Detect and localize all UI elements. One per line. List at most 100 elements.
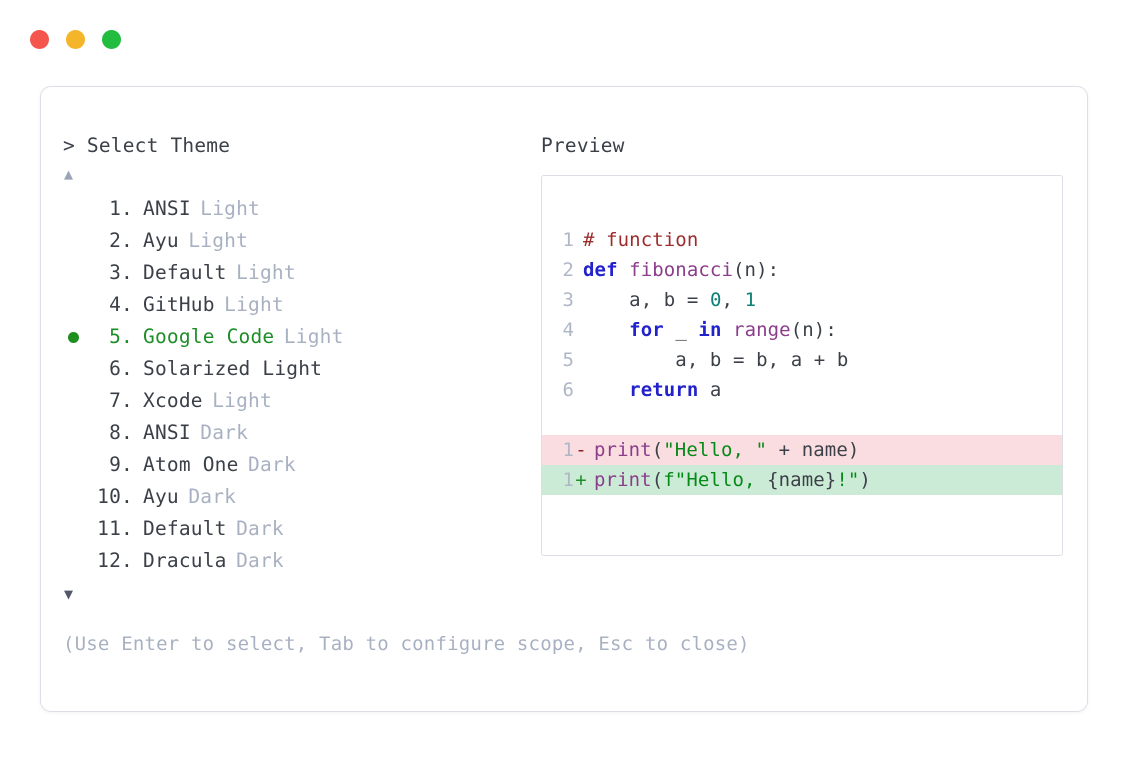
theme-item-index: 10. — [97, 485, 133, 508]
theme-item-index: 11. — [97, 517, 133, 540]
code-token: 0 — [709, 289, 722, 311]
theme-item-index: 4. — [109, 293, 133, 316]
code-token: , — [721, 289, 745, 311]
code-line-text: # function — [574, 225, 698, 255]
theme-item-variant: Dark — [200, 421, 249, 444]
code-line: 1 # function — [542, 225, 1062, 255]
theme-item-variant: Light — [283, 325, 344, 348]
theme-item-name: Google Code — [143, 325, 275, 348]
theme-item-variant: Light — [212, 389, 272, 412]
preview-title: Preview — [541, 134, 625, 157]
theme-item-name: Ayu — [143, 229, 179, 252]
theme-item-index: 3. — [109, 261, 133, 284]
code-line-text: def fibonacci(n): — [574, 255, 779, 285]
code-line-text: a, b = b, a + b — [574, 345, 848, 375]
theme-item-variant: Dark — [188, 485, 237, 508]
code-token: print — [594, 469, 652, 491]
diff-line-text: print("Hello, " + name) — [588, 435, 859, 465]
theme-item-name: Default — [143, 517, 227, 540]
theme-list-item[interactable]: 6. Solarized Light — [63, 353, 523, 385]
scroll-down-arrow-icon[interactable]: ▼ — [64, 585, 74, 603]
code-line: 6 return a — [542, 375, 1062, 405]
diff-line-text: print(f"Hello, {name}!") — [588, 465, 871, 495]
code-token: a, b = b, a + b — [583, 349, 849, 371]
code-token: a — [698, 379, 722, 401]
code-token: # function — [583, 229, 699, 251]
diff-line: 1+print(f"Hello, {name}!") — [542, 465, 1062, 495]
window-controls — [30, 30, 121, 49]
theme-item-variant: Light — [188, 229, 249, 252]
line-number: 4 — [562, 319, 574, 341]
theme-item-name: GitHub — [143, 293, 215, 316]
theme-item-index: 6. — [109, 357, 133, 380]
code-token: + name) — [767, 439, 860, 461]
theme-item-index: 5. — [109, 325, 133, 348]
code-line: 5 a, b = b, a + b — [542, 345, 1062, 375]
code-token: ) — [859, 469, 871, 491]
theme-item-name: Atom One — [143, 453, 239, 476]
line-number: 1 — [562, 229, 574, 251]
diff-sign: - — [575, 439, 587, 461]
close-window-button[interactable] — [30, 30, 49, 49]
code-token: a, b = — [583, 289, 710, 311]
theme-list-item[interactable]: 5. Google Code Light — [63, 321, 523, 353]
theme-item-name: Default — [143, 261, 227, 284]
code-token: _ — [663, 319, 699, 341]
theme-item-index: 12. — [97, 549, 133, 572]
theme-item-name: Solarized Light — [143, 357, 323, 380]
theme-item-variant: Light — [236, 261, 296, 284]
selected-bullet-icon — [68, 331, 79, 343]
theme-item-index: 7. — [109, 389, 133, 412]
code-token: (n): — [790, 319, 837, 341]
code-token: f"Hello, — [663, 469, 768, 491]
code-blank-line — [542, 405, 1062, 435]
theme-item-index: 9. — [109, 453, 133, 476]
theme-item-name: ANSI — [143, 197, 191, 220]
code-token: "Hello, " — [663, 439, 768, 461]
code-line: 3 a, b = 0, 1 — [542, 285, 1062, 315]
line-number: 5 — [562, 349, 574, 371]
theme-item-name: Xcode — [143, 389, 203, 412]
select-theme-prompt: > Select Theme — [63, 134, 231, 157]
maximize-window-button[interactable] — [102, 30, 121, 49]
theme-item-variant: Dark — [236, 549, 284, 572]
code-token — [583, 319, 629, 341]
diff-sign: + — [575, 469, 587, 491]
line-number: 6 — [562, 379, 574, 401]
code-line-text: a, b = 0, 1 — [574, 285, 756, 315]
code-token: return — [629, 379, 699, 401]
theme-list-item[interactable]: 4. GitHub Light — [63, 289, 523, 321]
theme-list-item[interactable]: 7. Xcode Light — [63, 385, 523, 417]
selection-bullet-cell — [63, 331, 91, 343]
code-token: range — [733, 319, 791, 341]
code-line-text: for _ in range(n): — [574, 315, 837, 345]
code-token: for — [629, 319, 664, 341]
scroll-up-arrow-icon[interactable]: ▲ — [64, 165, 74, 183]
code-line: 4 for _ in range(n): — [542, 315, 1062, 345]
theme-list-item[interactable]: 3. Default Light — [63, 257, 523, 289]
code-line-text: return a — [574, 375, 721, 405]
diff-line-number: 1 — [562, 439, 574, 461]
code-token: print — [594, 439, 652, 461]
theme-item-index: 8. — [109, 421, 133, 444]
minimize-window-button[interactable] — [66, 30, 85, 49]
diff-line: 1-print("Hello, " + name) — [542, 435, 1062, 465]
theme-item-variant: Light — [224, 293, 284, 316]
code-token: (n): — [733, 259, 780, 281]
theme-item-variant: Light — [200, 197, 260, 220]
code-token: 1 — [744, 289, 757, 311]
